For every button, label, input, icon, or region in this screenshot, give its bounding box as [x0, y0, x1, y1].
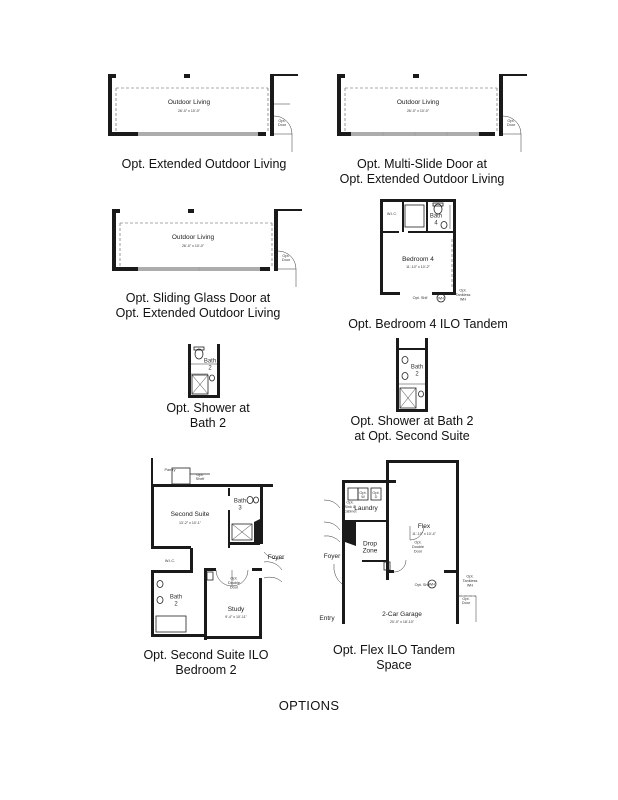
room-size: 11'-10" x 10'-4" [412, 532, 437, 536]
room-label-laundry: Laundry [354, 505, 378, 512]
door-label: Opt.Door [278, 119, 287, 127]
water-heater-label: WH [429, 583, 436, 587]
room-label-study: Study [228, 606, 245, 613]
room-size: 26'-0" x 10'-0" [182, 244, 205, 248]
wic-label: W.I.C. [387, 212, 397, 216]
shelf-label: Opt. Shlf [415, 583, 431, 587]
sink-cabinet-label: Opt.Sink &Cabinet [343, 501, 357, 514]
room-size: 26'-0" x 10'-0" [407, 109, 430, 113]
room-label-bedroom-4: Bedroom 4 [402, 256, 434, 263]
dryer-label: Opt.D [372, 491, 379, 499]
pantry-label: Pantry [165, 468, 176, 472]
caption-outdoor-living-3: Opt. Sliding Glass Door at Opt. Extended… [115, 291, 281, 320]
wic-label: W.I.C. [165, 559, 175, 563]
second-suite-plan: Pantry Opt.Shelf Second Suite 13'-2" x 1… [140, 458, 300, 648]
entry-label: Entry [319, 615, 335, 622]
flex-drawing: Opt.Sink &Cabinet Opt.W Opt.D Laundry Fl… [319, 460, 478, 624]
caption-shower-second-suite: Opt. Shower at Bath 2 at Opt. Second Sui… [350, 414, 474, 443]
water-heater-label: WH [438, 297, 445, 301]
page-title: OPTIONS [278, 698, 340, 713]
outdoor-living-drawing-3: Outdoor Living 26'-0" x 10'-0" Opt.Door [112, 209, 302, 287]
door-label: Opt.Door [282, 254, 291, 262]
room-size: 11'-10" x 10'-2" [406, 265, 431, 269]
second-suite-drawing: Pantry Opt.Shelf Second Suite 13'-2" x 1… [151, 458, 285, 640]
door-label: Opt.Door [507, 119, 516, 127]
caption-shower-bath-2: Opt. Shower at Bath 2 [166, 401, 250, 430]
room-label-outdoor-living: Outdoor Living [172, 234, 215, 241]
door-label: Opt.Door [462, 597, 471, 605]
room-size: 26'-0" x 10'-0" [178, 109, 201, 113]
room-label-flex: Flex [418, 523, 431, 530]
outdoor-living-plan-2: Outdoor Living 26'-0" x 10'-0" Opt.Door [337, 74, 527, 156]
shelf-label: Opt. Shlf [413, 296, 429, 300]
washer-label: Opt.W [359, 491, 366, 499]
foyer-label: Foyer [324, 553, 341, 560]
foyer-label: Foyer [268, 554, 285, 561]
caption-outdoor-living-2: Opt. Multi-Slide Door at Opt. Extended O… [339, 157, 505, 186]
flex-plan: Opt.Sink &Cabinet Opt.W Opt.D Laundry Fl… [314, 460, 494, 632]
room-label-garage: 2-Car Garage [382, 611, 422, 618]
room-size: 20'-0" x 18'-10" [390, 620, 415, 624]
caption-flex: Opt. Flex ILO Tandem Space [332, 643, 456, 672]
shelf-label: Opt.Shelf [196, 473, 206, 481]
room-label-outdoor-living: Outdoor Living [168, 99, 211, 106]
room-label-outdoor-living: Outdoor Living [397, 99, 440, 106]
outdoor-living-drawing-2: Outdoor Living 26'-0" x 10'-0" Opt.Door [337, 74, 527, 152]
outdoor-living-plan-3: Outdoor Living 26'-0" x 10'-0" Opt.Door [112, 209, 302, 291]
outdoor-living-plan-1: Outdoor Living 26'-0" x 10'-0" Opt.Door [108, 74, 298, 156]
outdoor-living-drawing-1: Outdoor Living 26'-0" x 10'-0" Opt.Door [108, 74, 298, 152]
room-size: 13'-2" x 10'-1" [179, 521, 202, 525]
room-size: 9'-4" x 10'-11" [225, 615, 248, 619]
caption-outdoor-living-1: Opt. Extended Outdoor Living [121, 157, 287, 171]
caption-second-suite: Opt. Second Suite ILO Bedroom 2 [143, 648, 269, 677]
caption-bedroom-4: Opt. Bedroom 4 ILO Tandem [348, 317, 508, 331]
room-label-second-suite: Second Suite [171, 511, 210, 518]
